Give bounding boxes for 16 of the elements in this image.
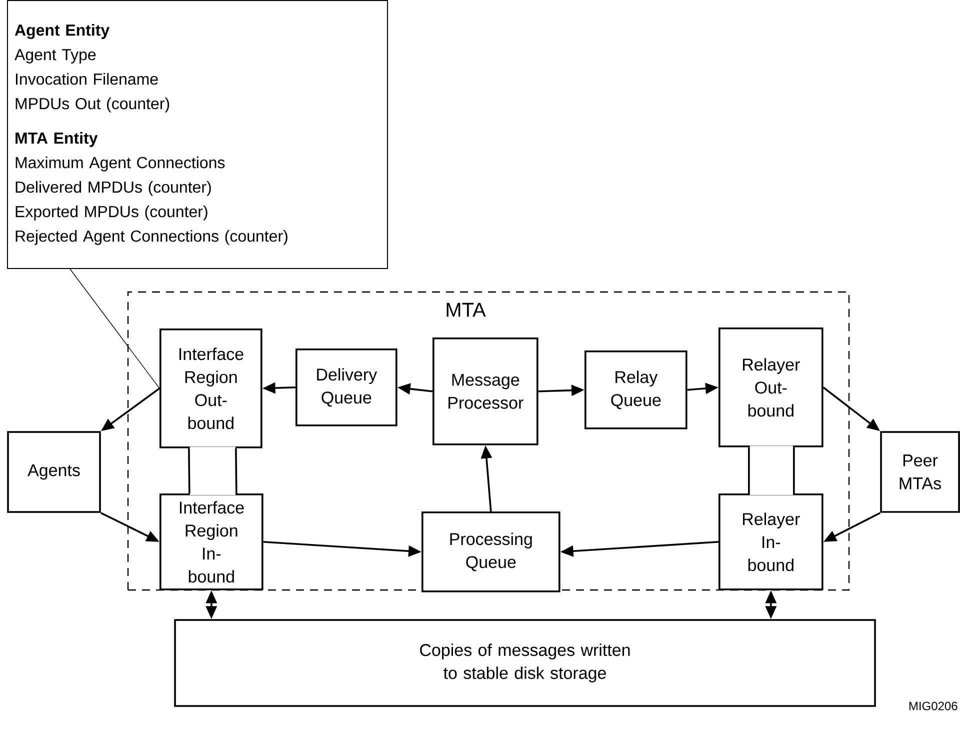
queue-box: Processing Queue bbox=[422, 512, 560, 592]
external-box: Agents bbox=[7, 431, 101, 513]
queue-box: Relay Queue bbox=[584, 350, 688, 430]
callout-box: Agent Entity Agent Type Invocation Filename MPDUs Out (counter) MTA Entity Maximum Agent Connections Delivered MPDUs (counter) Exported MPDUs (counter) Rejected Agent Connections (counter) bbox=[7, 0, 388, 269]
process-box: Relayer Out- bound bbox=[718, 328, 824, 448]
process-box: Interface Region In- bound bbox=[160, 494, 264, 590]
leader-line bbox=[70, 268, 160, 389]
storage-box: Copies of messages written to stable disk storage bbox=[174, 619, 876, 707]
figure-id: MIG0206 bbox=[909, 702, 958, 710]
process-box: Relayer In- bound bbox=[718, 494, 824, 590]
process-box: Message Processor bbox=[432, 338, 538, 446]
external-box: Peer MTAs bbox=[880, 431, 960, 513]
connector-neck bbox=[188, 447, 238, 494]
queue-box: Delivery Queue bbox=[296, 348, 398, 426]
connector-neck bbox=[748, 446, 795, 494]
process-box: Interface Region Out- bound bbox=[160, 328, 262, 448]
